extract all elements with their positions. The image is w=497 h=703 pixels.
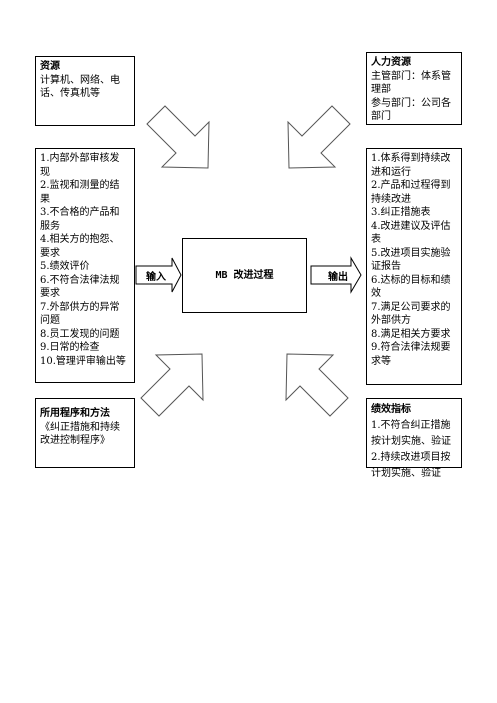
process-box: MB 改进过程 — [182, 238, 307, 313]
input-arrow-label: 输入 — [146, 272, 166, 283]
inputs-line: 要求 — [40, 247, 60, 259]
kpi-box: 绩效指标 1.不符合纠正措施 按计划实施、验证 2.持续改进项目按 计划实施、验… — [366, 398, 462, 479]
process-label: MB 改进过程 — [215, 269, 274, 281]
hr-box: 人力资源 主管部门：体系管 理部 参与部门：公司各 部门 — [366, 52, 462, 125]
inputs-line: 8.员工发现的问题 — [40, 328, 120, 340]
kpi-line: 1.不符合纠正措施 — [371, 420, 451, 431]
output-arrow — [310, 256, 362, 294]
outputs-line: 外部供方 — [371, 315, 411, 326]
kpi-line: 按计划实施、验证 — [371, 436, 451, 447]
inputs-line: 1.内部外部审核发 — [40, 153, 120, 164]
outputs-line: 表 — [371, 234, 381, 245]
outputs-box: 1.体系得到持续改 进和运行 2.产品和过程得到 持续改进 3.纠正措施表 4.… — [366, 148, 462, 385]
kpi-line: 2.持续改进项目按 — [371, 452, 451, 463]
inputs-line: 3.不合格的产品和 — [40, 207, 120, 218]
outputs-line: 5.改进项目实施验 — [371, 247, 451, 259]
arrow-kpi-to-process — [285, 353, 349, 417]
methods-title: 所用程序和方法 — [40, 408, 110, 419]
outputs-line: 3.纠正措施表 — [371, 207, 431, 218]
inputs-line: 4.相关方的抱怨、 — [40, 234, 120, 245]
hr-line: 部门 — [371, 111, 391, 122]
methods-box: 所用程序和方法 《纠正措施和持续 改进控制程序》 — [35, 398, 135, 468]
inputs-line: 7.外部供方的异常 — [40, 301, 120, 313]
outputs-line: 4.改进建议及评估 — [371, 220, 451, 232]
hr-line: 主管部门：体系管 — [371, 70, 451, 82]
outputs-line: 求等 — [371, 355, 391, 367]
methods-line: 改进控制程序》 — [40, 435, 110, 446]
inputs-line: 现 — [40, 166, 50, 178]
inputs-line: 9.日常的检查 — [40, 342, 100, 353]
hr-title: 人力资源 — [371, 57, 411, 68]
resources-title: 资源 — [40, 61, 60, 72]
kpi-line: 计划实施、验证 — [371, 468, 441, 479]
outputs-line: 效 — [371, 288, 381, 299]
resources-box: 资源 计算机、网络、电 话、传真机等 — [35, 56, 135, 126]
input-arrow — [135, 257, 182, 293]
inputs-line: 要求 — [40, 288, 60, 299]
output-arrow-label: 输出 — [328, 272, 348, 283]
inputs-line: 服务 — [40, 220, 60, 232]
outputs-line: 8.满足相关方要求 — [371, 328, 451, 340]
hr-line: 参与部门：公司各 — [371, 97, 451, 109]
outputs-line: 持续改进 — [371, 193, 411, 205]
outputs-line: 证报告 — [371, 261, 401, 272]
resources-line: 计算机、网络、电 — [40, 74, 120, 86]
outputs-line: 6.达标的目标和绩 — [371, 274, 451, 286]
kpi-title: 绩效指标 — [371, 404, 411, 415]
inputs-line: 5.绩效评价 — [40, 261, 90, 272]
arrow-hr-to-process — [287, 105, 351, 169]
arrow-resources-to-process — [146, 105, 210, 169]
arrow-methods-to-process — [140, 353, 204, 417]
inputs-line: 2.监视和测量的结 — [40, 180, 120, 191]
outputs-line: 2.产品和过程得到 — [371, 180, 451, 191]
inputs-line: 6.不符合法律法规 — [40, 274, 120, 286]
inputs-line: 10.管理评审输出等 — [40, 355, 126, 367]
inputs-line: 果 — [40, 193, 50, 205]
outputs-line: 7.满足公司要求的 — [371, 301, 451, 313]
hr-line: 理部 — [371, 84, 391, 95]
inputs-line: 问题 — [40, 315, 60, 326]
outputs-line: 1.体系得到持续改 — [371, 153, 451, 164]
outputs-line: 9.符合法律法规要 — [371, 342, 451, 353]
outputs-line: 进和运行 — [371, 166, 411, 178]
methods-line: 《纠正措施和持续 — [40, 421, 120, 433]
inputs-box: 1.内部外部审核发 现 2.监视和测量的结 果 3.不合格的产品和 服务 4.相… — [35, 148, 135, 383]
resources-line: 话、传真机等 — [40, 88, 100, 99]
